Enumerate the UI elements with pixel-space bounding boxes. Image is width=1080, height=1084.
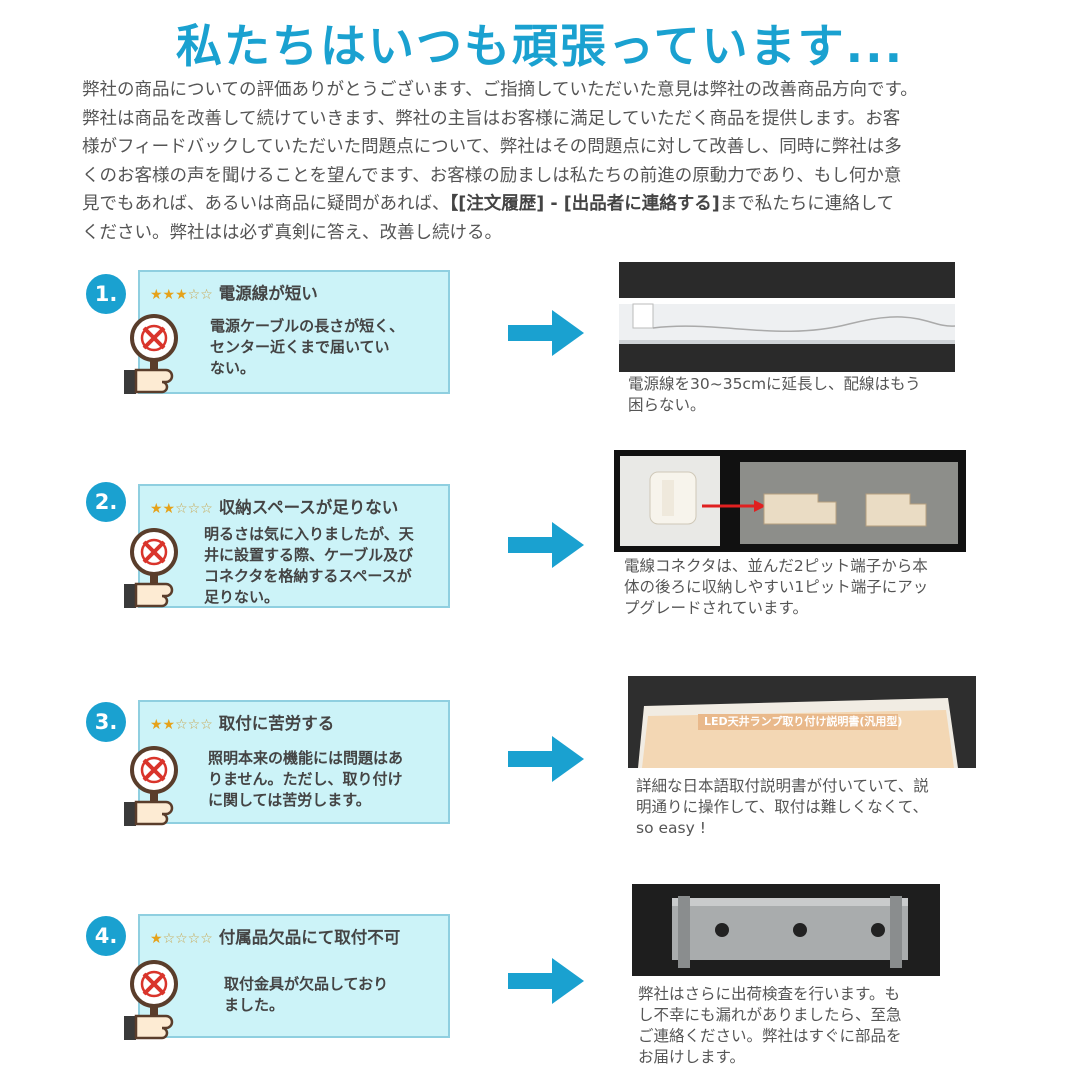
intro-line: くのお客様の声を聞けることを望んでます、お客様の励ましは私たちの前進の原動力であ… [82, 165, 902, 186]
improvement-caption: 弊社はさらに出荷検査を行います。もし不幸にも漏れがありましたら、至急ご連絡くださ… [638, 985, 902, 1066]
prohibited-sign-icon [124, 746, 178, 828]
complaint-title: ★★★☆☆ 電源線が短い [150, 280, 318, 304]
complaint-title-text: 付属品欠品にて取付不可 [218, 928, 401, 947]
item-number-badge: 2. [86, 482, 126, 522]
improvement-caption: 詳細な日本語取付説明書が付いていて、説明通りに操作して、取付は難しくなくて、so… [636, 777, 929, 837]
complaint-title-text: 電源線が短い [218, 284, 318, 303]
feedback-row-2: 2. ★★☆☆☆ 収納スペースが足りない 明るさは気に入りましたが、天井に設置する… [0, 450, 1080, 648]
complaint-title: ★☆☆☆☆ 付属品欠品にて取付不可 [150, 924, 400, 948]
feedback-row-3: 3. ★★☆☆☆ 取付に苦労する 照明本来の機能には問題はありません。ただし、取り… [0, 676, 1080, 870]
complaint-title-text: 取付に苦労する [218, 714, 335, 733]
item-number-badge: 1. [86, 274, 126, 314]
complaint-card: ★★☆☆☆ 収納スペースが足りない 明るさは気に入りましたが、天井に設置する際、ケ… [138, 484, 450, 608]
prohibited-sign-icon [124, 960, 178, 1042]
complaint-card: ★☆☆☆☆ 付属品欠品にて取付不可 取付金具が欠品しておりました。 [138, 914, 450, 1038]
item-number-badge: 3. [86, 702, 126, 742]
manual-title: LED天井ランプ取り付け説明書(汎用型) [704, 715, 903, 728]
intro-line: 見でもあれば、あるいは商品に疑問があれば、【[注文履歴] - [出品者に連絡する… [82, 190, 1002, 219]
rating-stars: ★★☆☆☆ [150, 717, 213, 733]
complaint-body: 照明本来の機能には問題はありません。ただし、取り付けに関しては苦労します。 [208, 749, 404, 809]
intro-line-part: 見でもあれば、あるいは商品に疑問があれば、 [82, 194, 450, 214]
complaint-card: ★★★☆☆ 電源線が短い 電源ケーブルの長さが短く、センター近くまで届いていない。 [138, 270, 450, 394]
intro-line: 様がフィードバックしていただいた問題点について、弊社はその問題点に対して改善し、… [82, 137, 902, 157]
led-tube-photo [619, 262, 955, 372]
right-arrow-icon [508, 522, 584, 568]
complaint-body: 電源ケーブルの長さが短く、センター近くまで届いていない。 [210, 317, 405, 377]
complaint-card: ★★☆☆☆ 取付に苦労する 照明本来の機能には問題はありません。ただし、取り付けに… [138, 700, 450, 824]
feedback-row-1: 1. ★★★☆☆ 電源線が短い 電源ケーブルの長さが短く、センター近くまで届いてい… [0, 260, 1080, 430]
intro-line-part: まで私たちに連絡して [719, 194, 895, 214]
complaint-title: ★★☆☆☆ 取付に苦労する [150, 710, 334, 734]
right-arrow-icon [508, 310, 584, 356]
right-arrow-icon [508, 958, 584, 1004]
connector-photo [614, 450, 966, 552]
intro-line: 弊社は商品を改善して続けていきます、弊社の主旨はお客様に満足していただく商品を提… [82, 108, 901, 129]
prohibited-sign-icon [124, 314, 178, 396]
right-arrow-icon [508, 736, 584, 782]
prohibited-sign-icon [124, 528, 178, 610]
complaint-body: 取付金具が欠品しておりました。 [224, 975, 389, 1014]
feedback-row-4: 4. ★☆☆☆☆ 付属品欠品にて取付不可 取付金具が欠品しておりました。 弊社はさ… [0, 884, 1080, 1084]
complaint-title-text: 収納スペースが足りない [218, 498, 399, 517]
page-headline: 私たちはいつも頑張っています... [175, 19, 905, 73]
rating-stars: ★★★☆☆ [150, 287, 213, 303]
intro-line: 弊社の商品についての評価ありがとうございます、ご指摘していただいた意見は弊社の改… [82, 80, 918, 100]
order-history-contact-link: 【[注文履歴] - [出品者に連絡する] [449, 194, 720, 214]
rating-stars: ★☆☆☆☆ [150, 931, 213, 947]
complaint-body: 明るさは気に入りましたが、天井に設置する際、ケーブル及びコネクタを格納するスペー… [204, 525, 414, 606]
manual-photo: LED天井ランプ取り付け説明書(汎用型) [628, 676, 976, 768]
intro-text: 弊社の商品についての評価ありがとうございます、ご指摘していただいた意見は弊社の改… [82, 76, 1002, 247]
mounting-bracket-photo [632, 884, 940, 976]
item-number-badge: 4. [86, 916, 126, 956]
improvement-caption: 電源線を30~35cmに延長し、配線はもう困らない。 [628, 375, 921, 414]
complaint-title: ★★☆☆☆ 収納スペースが足りない [150, 494, 398, 518]
intro-line: ください。弊社はは必ず真剣に答え、改善し続ける。 [82, 222, 502, 243]
improvement-caption: 電線コネクタは、並んだ2ピット端子から本体の後ろに収納しやすい1ピット端子にアッ… [624, 557, 929, 617]
rating-stars: ★★☆☆☆ [150, 501, 213, 517]
